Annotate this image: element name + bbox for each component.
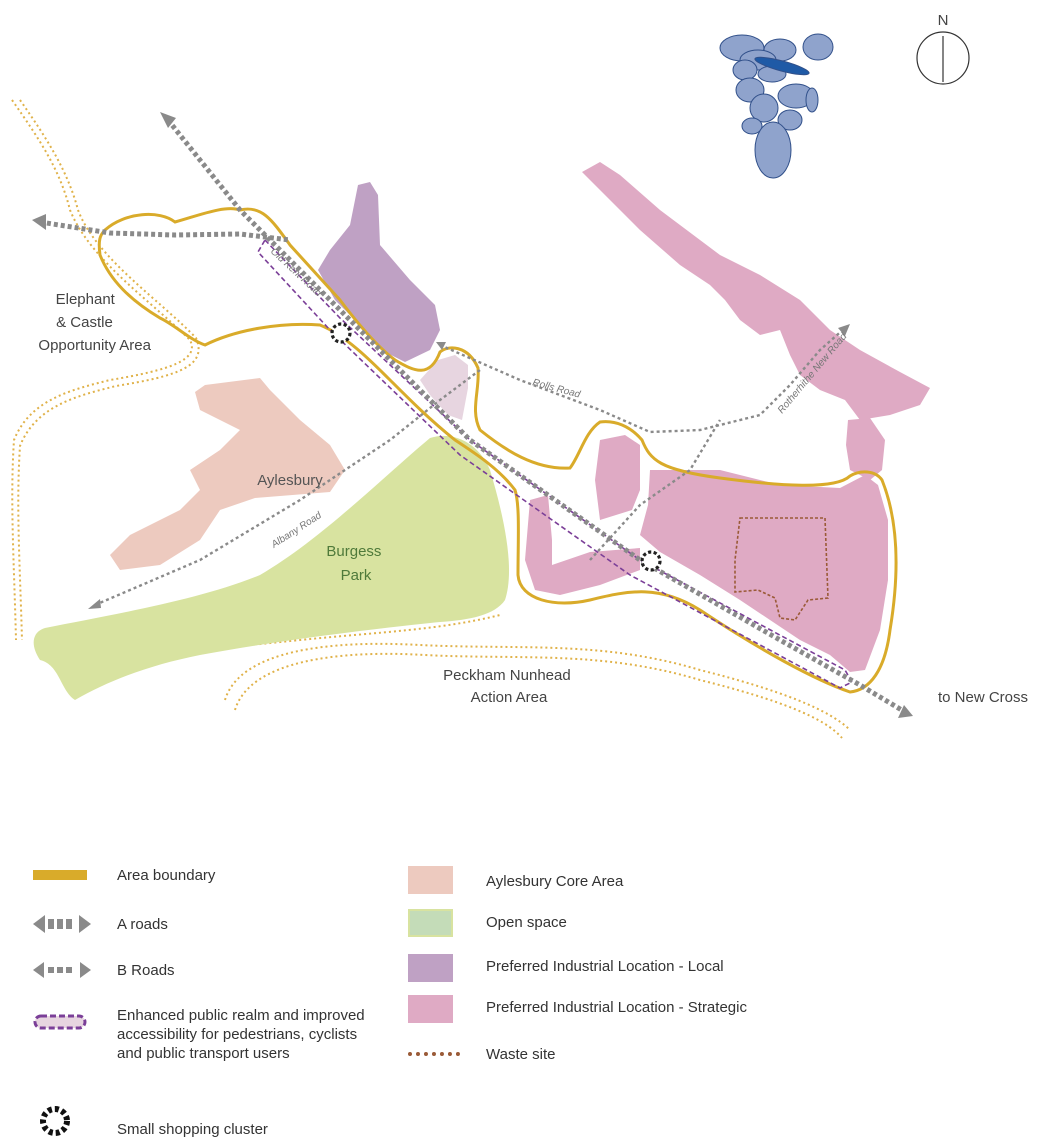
area-boundary-line [97, 207, 898, 694]
legend-label: Area boundary [117, 867, 216, 884]
peckham-label-line-2: Action Area [471, 689, 548, 706]
peckham-nunhead-label: Peckham Nunhead Action Area [443, 667, 575, 706]
legend-label: Open space [486, 914, 567, 931]
rolls-road-label: Rolls Road [531, 377, 582, 400]
legend-label: Aylesbury Core Area [486, 873, 624, 890]
borough-key-map [719, 33, 834, 179]
elephant-label-line-2: & Castle [56, 314, 113, 331]
burgess-label-line-1: Burgess [326, 543, 381, 560]
elephant-label-line-1: Elephant [56, 291, 116, 308]
shopping-cluster-old-kent-road [330, 322, 352, 344]
b-road-arrow-icon [33, 962, 91, 978]
open-space-swatch-icon [408, 909, 453, 937]
legend-label: Waste site [486, 1046, 556, 1063]
a-road-arrowheads [32, 112, 913, 718]
legend-label: Enhanced public realm and improved acces… [117, 1007, 365, 1062]
a-road-arrow-icon [33, 915, 91, 933]
elephant-label-line-3: Opportunity Area [38, 337, 151, 354]
aylesbury-core-area [110, 378, 345, 570]
industrial-strategic-areas [525, 162, 930, 672]
area-boundary-line-icon [33, 870, 87, 880]
north-arrow: N [916, 12, 970, 85]
industrial-local-swatch-icon [408, 954, 453, 982]
burgess-park-label: Burgess Park [326, 543, 385, 584]
legend-label: A roads [117, 916, 168, 933]
public-realm-corridor [257, 238, 854, 689]
b-roads [94, 327, 846, 607]
aylesbury-swatch-icon [408, 866, 453, 894]
waste-site-outline [734, 517, 829, 621]
borough-key-map-highlight [754, 56, 810, 76]
legend-label: Preferred Industrial Location - Strategi… [486, 999, 747, 1016]
new-cross-label: to New Cross [938, 689, 1028, 706]
area-map: N Elephant & Castle Opportunity Area Ayl… [11, 12, 1028, 739]
burgess-label-line-2: Park [341, 567, 372, 584]
peckham-label-line-1: Peckham Nunhead [443, 667, 571, 684]
burgess-park-open-space [33, 435, 510, 700]
legend-label: B Roads [117, 962, 175, 979]
industrial-local-area [318, 182, 440, 362]
waste-site-line-icon [408, 1052, 460, 1056]
elephant-castle-label: Elephant & Castle Opportunity Area [38, 291, 151, 354]
shopping-cluster-ring-icon [40, 1106, 70, 1136]
shopping-cluster-south [640, 550, 662, 572]
shopping-cluster-markers [330, 322, 662, 572]
aylesbury-label: Aylesbury [257, 472, 323, 489]
industrial-strategic-swatch-icon [408, 995, 453, 1023]
legend-label: Preferred Industrial Location - Local [486, 958, 724, 975]
industrial-local-light-area [420, 355, 468, 420]
north-label: N [938, 12, 949, 29]
a-roads [39, 118, 907, 715]
legend-label: Small shopping cluster [117, 1121, 268, 1138]
public-realm-pill-icon [33, 1014, 87, 1030]
b-road-arrowheads [88, 324, 850, 609]
